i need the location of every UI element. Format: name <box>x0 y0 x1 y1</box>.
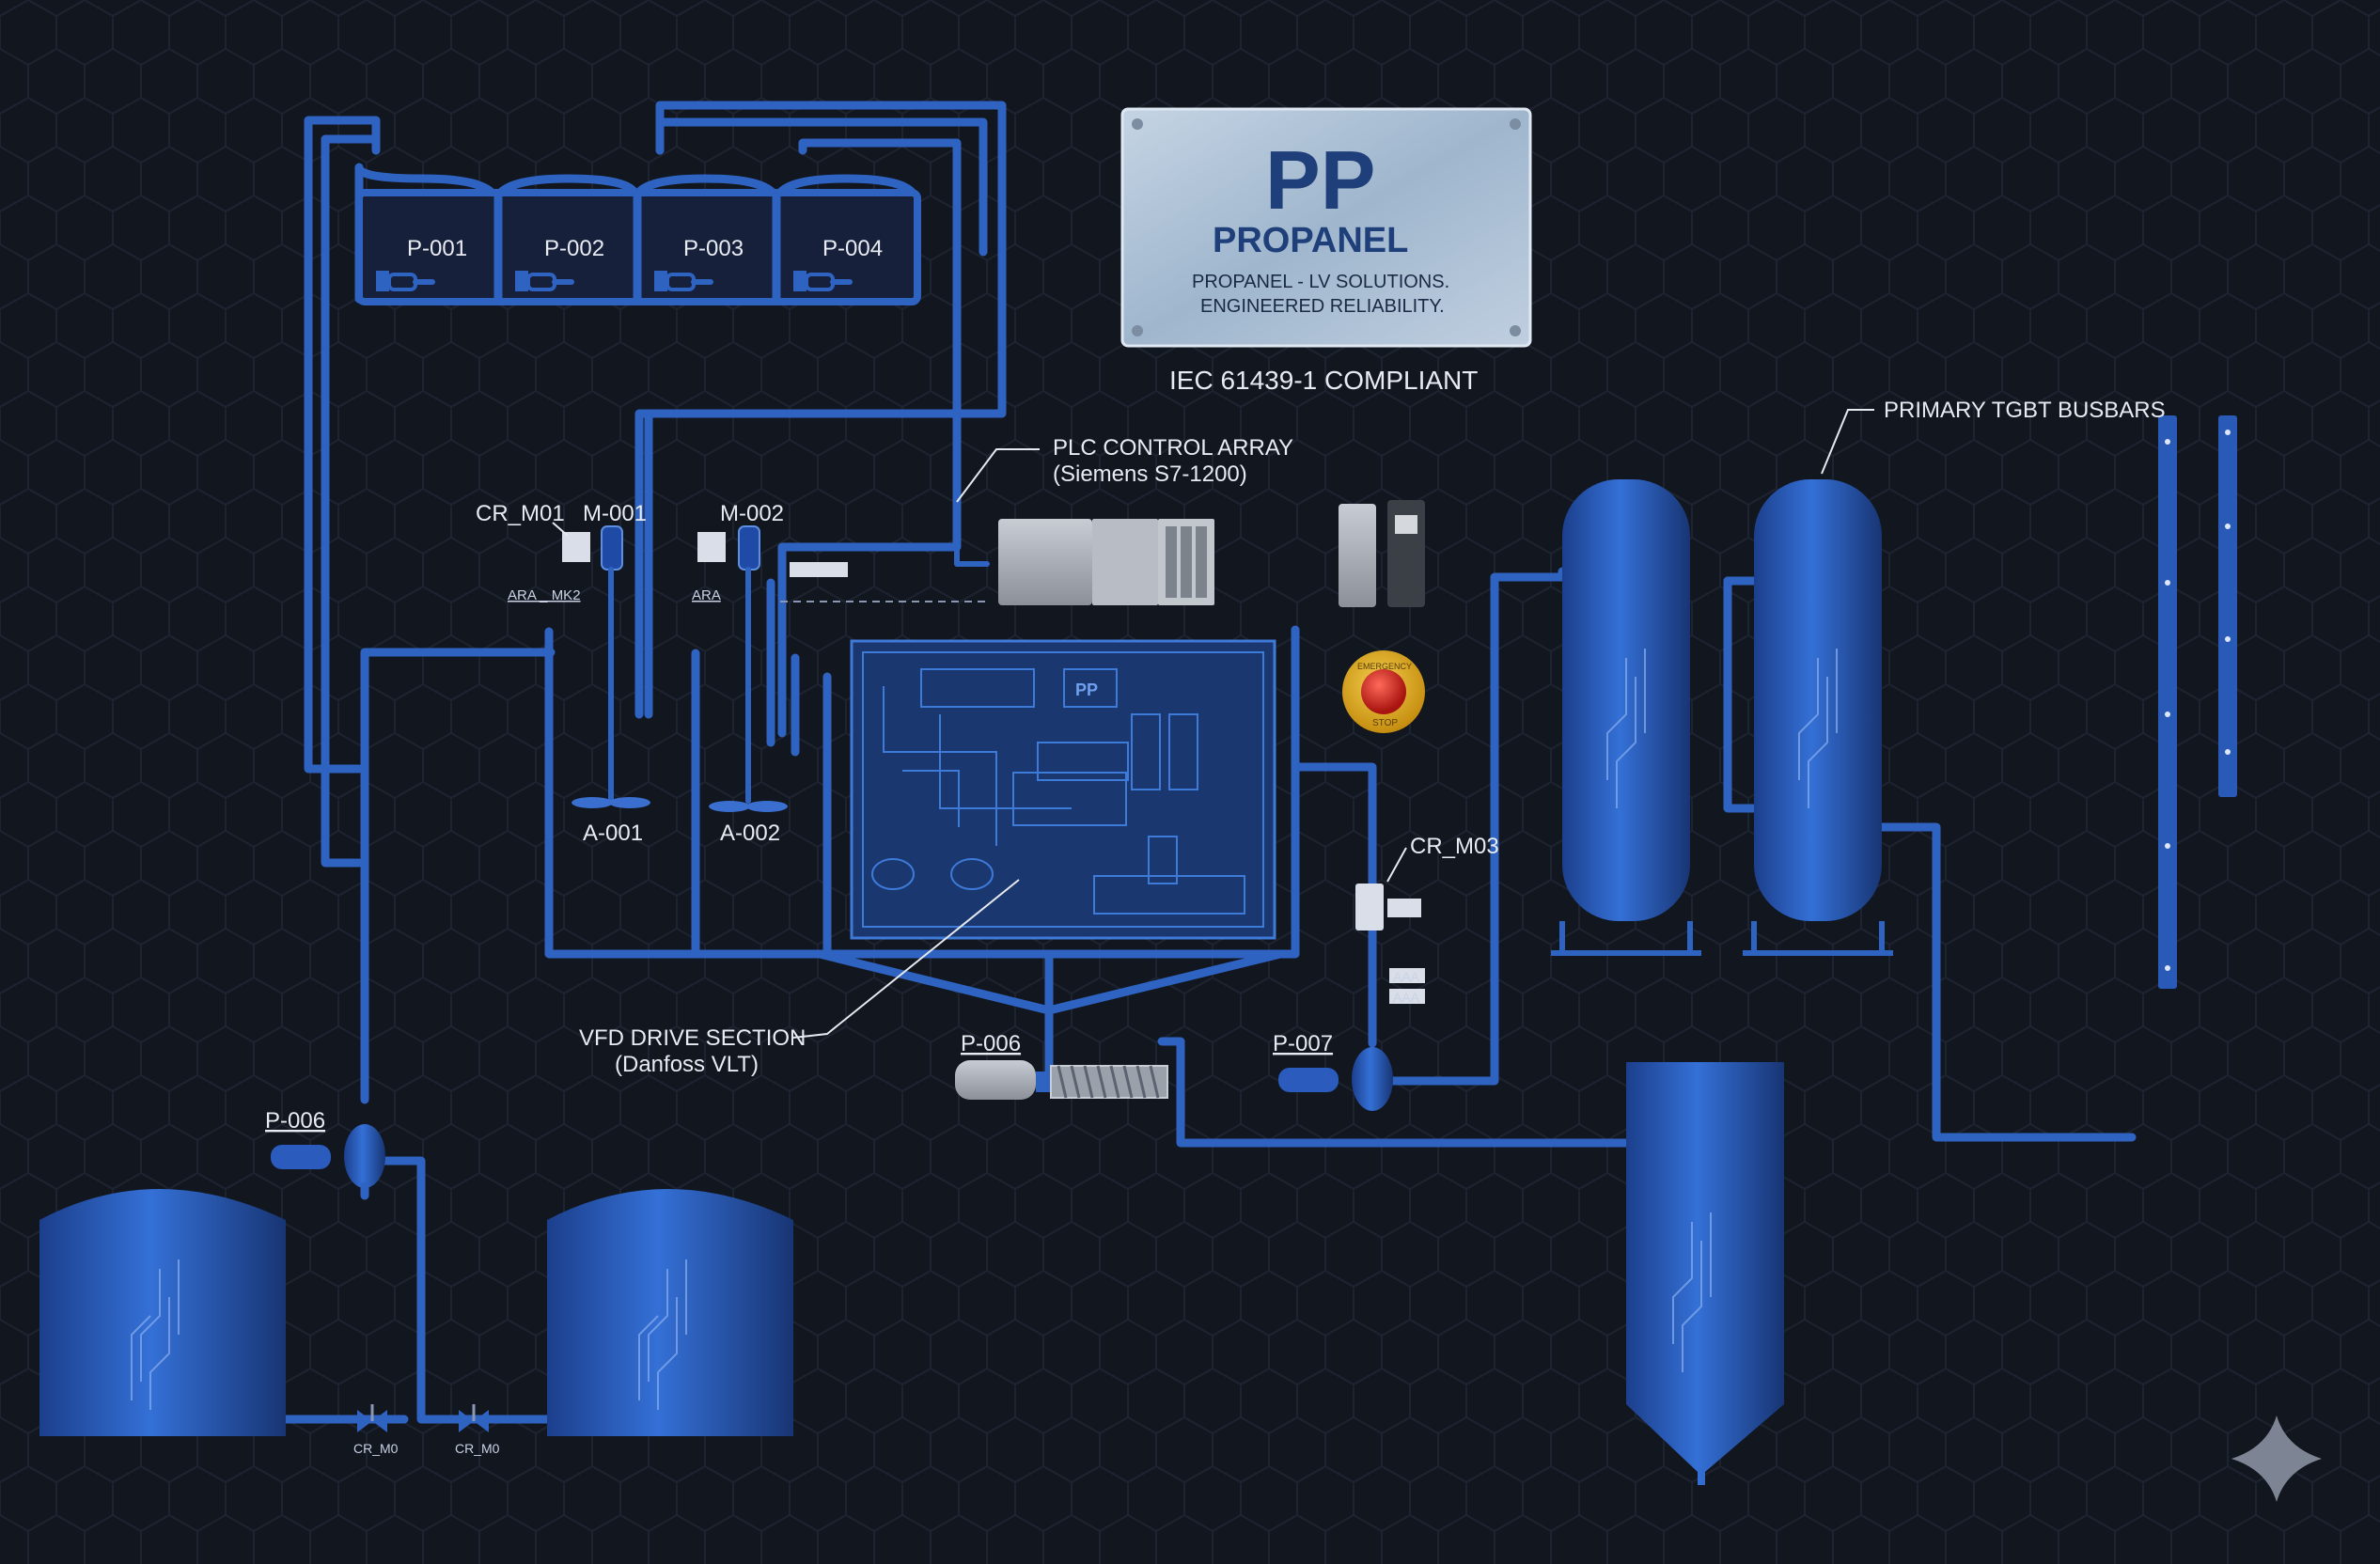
vfd-callout-line1: VFD DRIVE SECTION <box>579 1025 806 1051</box>
valve-icon <box>459 1404 489 1432</box>
storage-tank-left <box>39 1189 286 1436</box>
tag-ara: ARA <box>692 587 721 603</box>
pump-label: P-004 <box>822 236 883 261</box>
brand-tagline-1: PROPANEL - LV SOLUTIONS. <box>1192 272 1449 292</box>
vfd-blueprint: PP <box>850 639 1276 940</box>
screw-conveyor <box>955 1060 1168 1100</box>
emergency-stop-button[interactable]: EMERGENCY STOP <box>1342 650 1425 733</box>
tag-cr-m01: CR_M01 <box>476 501 565 526</box>
tag-a-002: A-002 <box>720 821 780 846</box>
tag-m-002: M-002 <box>720 501 784 526</box>
storage-tank-right <box>547 1189 793 1436</box>
pump-icon <box>376 271 435 291</box>
tag-aaa-1: AAA <box>1393 969 1420 984</box>
cone-hopper-tank <box>1626 1062 1784 1485</box>
plc-callout-line1: PLC CONTROL ARRAY <box>1053 435 1293 461</box>
tag-ara-mk2: ARA _ MK2 <box>508 587 581 603</box>
vertical-tank-2 <box>1743 479 1893 956</box>
tag-p-006-left: P-006 <box>265 1108 325 1134</box>
vfd-drive-units <box>1339 500 1425 607</box>
stop-text: STOP <box>1372 718 1398 728</box>
tag-valve-1: CR_M0 <box>353 1441 399 1456</box>
brand-tagline-2: ENGINEERED RELIABILITY. <box>1200 296 1445 317</box>
tag-cr-m03: CR_M03 <box>1410 834 1499 859</box>
tag-p-006-mid: P-006 <box>961 1031 1021 1056</box>
pump-label: P-001 <box>407 236 467 261</box>
pump-icon <box>515 271 574 291</box>
contactor-cr-m03 <box>1355 884 1425 1004</box>
pump-label: P-002 <box>544 236 604 261</box>
leader-cr-m03 <box>1386 847 1407 883</box>
leader-vfd <box>792 879 1020 1039</box>
pump-p006-left <box>271 1124 385 1200</box>
compliance-label: IEC 61439-1 COMPLIANT <box>1169 366 1478 395</box>
sparkle-icon <box>2231 1415 2322 1502</box>
relay-block <box>562 532 590 562</box>
pump-label: P-003 <box>683 236 744 261</box>
brand-logo-mark: PP <box>1265 133 1375 227</box>
brand-plate: PP PROPANEL PROPANEL - LV SOLUTIONS. ENG… <box>1120 107 1532 348</box>
piping <box>277 101 2137 1424</box>
blueprint-logo: PP <box>1075 680 1098 699</box>
busbars-callout: PRIMARY TGBT BUSBARS <box>1884 398 2166 423</box>
vertical-tank-1 <box>1551 479 1701 956</box>
stop-ring-text: EMERGENCY <box>1357 662 1412 671</box>
tag-aaa-2: AAA <box>1393 990 1420 1005</box>
busbars <box>2158 415 2237 989</box>
tag-m-001: M-001 <box>583 501 647 526</box>
pump-p007 <box>1278 1047 1393 1111</box>
leader-plc <box>956 448 1040 503</box>
vfd-callout-line2: (Danfoss VLT) <box>615 1052 759 1077</box>
agitator-m-001 <box>572 525 650 808</box>
tag-plate <box>790 562 848 577</box>
plc-callout-line2: (Siemens S7-1200) <box>1053 461 1247 487</box>
valve-icon <box>357 1404 387 1432</box>
brand-name: PROPANEL <box>1213 221 1408 260</box>
leader-busbars <box>1821 409 1874 475</box>
agitator-m-002 <box>709 525 788 812</box>
pump-icon <box>793 271 853 291</box>
pump-icon <box>654 271 713 291</box>
relay-block <box>697 532 726 562</box>
tag-a-001: A-001 <box>583 821 643 846</box>
pump-module: P-001 P-002 P-003 P-004 <box>354 163 921 305</box>
tag-valve-2: CR_M0 <box>455 1441 500 1456</box>
tag-p-007: P-007 <box>1273 1031 1333 1056</box>
plc-control-array <box>998 519 1214 605</box>
leader-cr-m01 <box>552 522 569 537</box>
